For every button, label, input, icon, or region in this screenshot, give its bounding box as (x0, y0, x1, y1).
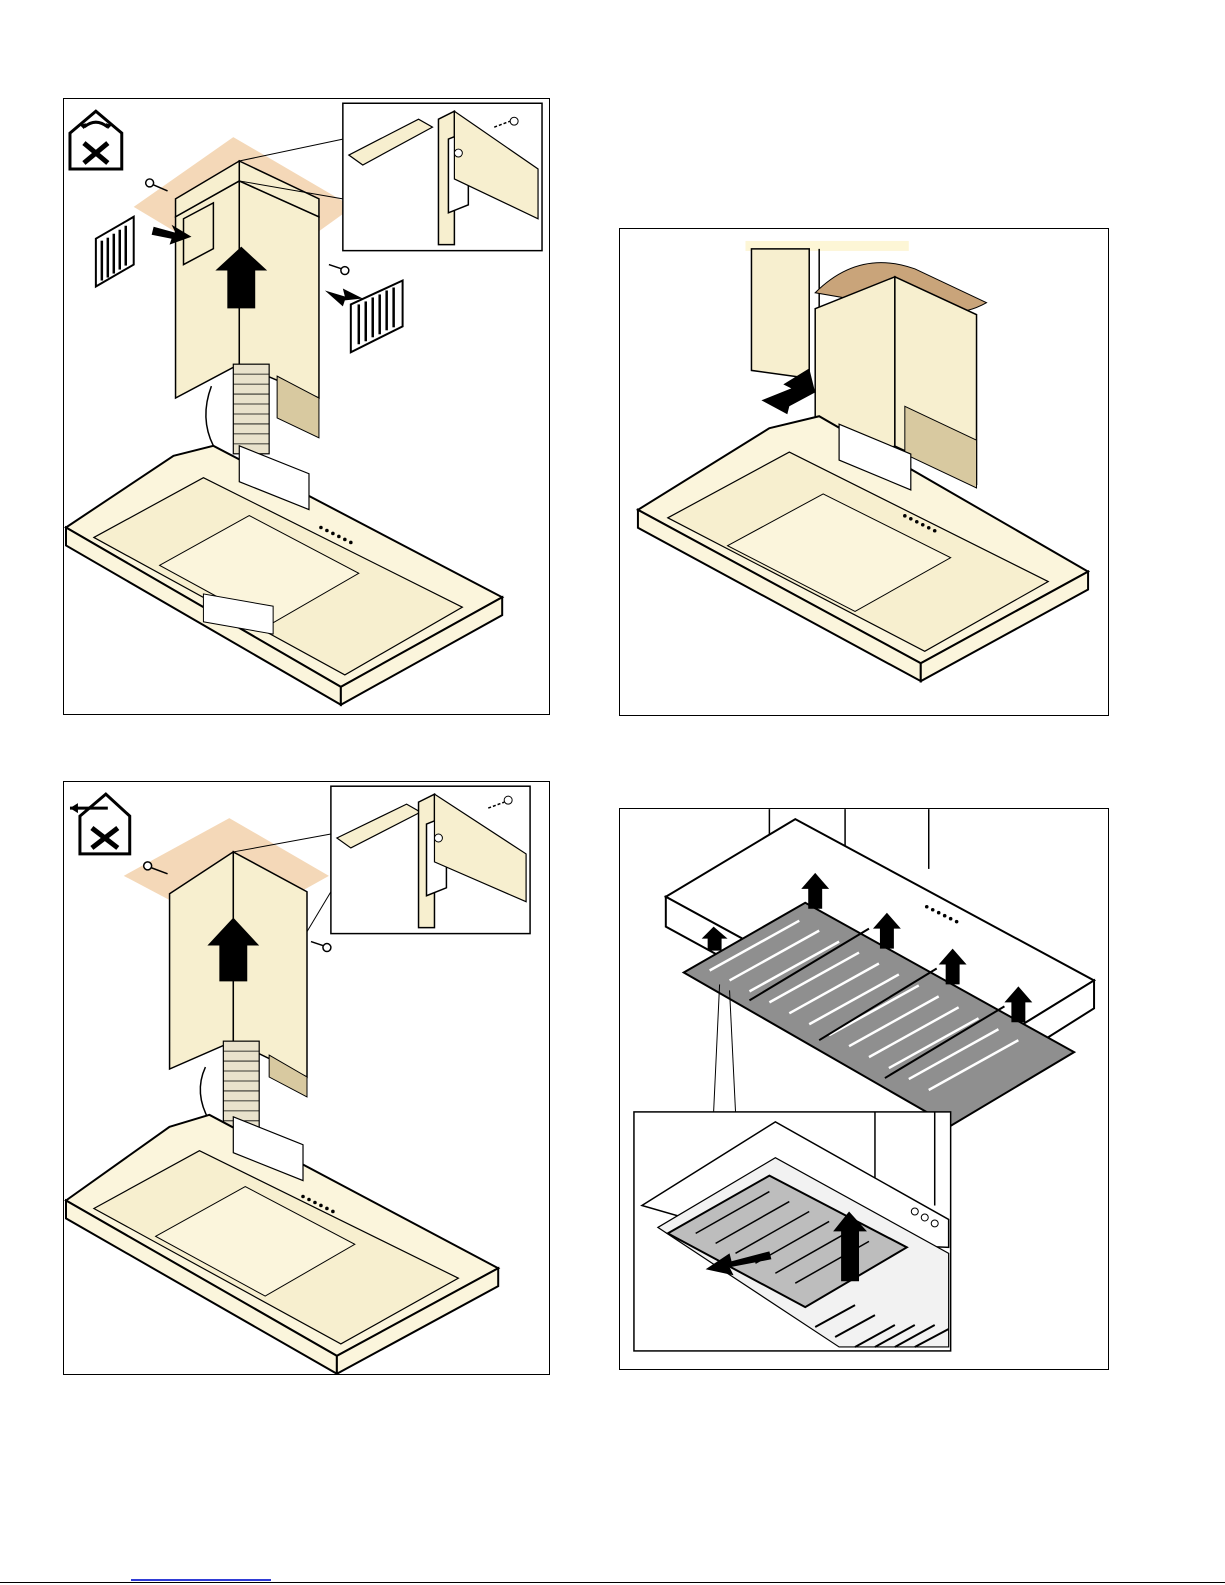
filter-detail-inset (634, 1112, 951, 1351)
vent-grille-right (351, 281, 403, 353)
filter-removal-illustration (620, 809, 1108, 1369)
range-hood (638, 416, 1088, 681)
diagram-panel-exhaust-chimney (63, 98, 550, 715)
footer-rule (0, 1582, 1225, 1583)
recirculation-chimney-illustration (64, 782, 549, 1374)
range-hood (66, 446, 502, 705)
recirculation-mode-icon (70, 794, 130, 854)
vent-grille-left (96, 217, 134, 287)
diagram-panel-filter-removal (619, 808, 1109, 1370)
chimney-lowering-illustration (620, 229, 1108, 715)
exhaust-mode-icon (70, 111, 122, 169)
diagram-panel-chimney-lowering (619, 228, 1109, 716)
footer-link-underline[interactable] (131, 1579, 271, 1581)
range-hood (66, 1115, 498, 1374)
diagram-panel-recirculation-chimney (63, 781, 550, 1375)
exhaust-chimney-illustration (64, 99, 549, 714)
